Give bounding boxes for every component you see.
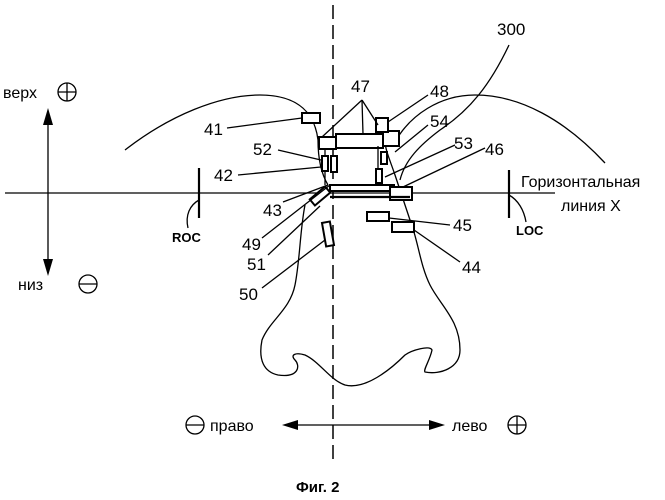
ref-46: 46	[485, 140, 504, 159]
arrow-right-icon	[429, 420, 445, 430]
arrow-left-icon	[282, 420, 298, 430]
ref-300: 300	[497, 20, 525, 39]
leader-52	[277, 149, 322, 161]
leader-44	[413, 229, 461, 263]
ref-42: 42	[214, 166, 233, 185]
ref-49: 49	[242, 235, 261, 254]
minus-circle-icon	[78, 274, 98, 294]
sensor-51	[308, 185, 332, 207]
leader-300	[399, 44, 510, 181]
bottom-label: низ	[18, 277, 43, 294]
minus-circle-icon	[185, 415, 205, 435]
arrow-up-icon	[43, 108, 53, 125]
leader-48	[387, 94, 429, 123]
plus-circle-icon	[507, 415, 527, 435]
sensor-44	[391, 221, 415, 233]
ref-44: 44	[462, 258, 481, 277]
device-53	[380, 151, 388, 165]
arrow-down-icon	[43, 259, 53, 276]
device-52-b	[330, 155, 338, 173]
ref-43: 43	[263, 201, 282, 220]
horizontal-line-label-2: линия X	[561, 198, 621, 215]
leader-51	[267, 205, 321, 256]
leader-47c	[361, 99, 379, 126]
figure-caption: Фиг. 2	[296, 479, 339, 496]
right-direction-label: лево	[452, 418, 488, 435]
leader-50	[261, 239, 326, 289]
device-54	[382, 130, 400, 147]
loc-leader	[508, 194, 527, 223]
leader-46	[402, 147, 486, 188]
ref-41: 41	[204, 120, 223, 139]
left-eyebrow-curve	[394, 94, 606, 164]
leader-47b	[361, 99, 364, 135]
device-48	[375, 117, 389, 133]
loc-label: LOC	[516, 223, 544, 238]
roc-leader	[186, 199, 200, 229]
device-52-a	[321, 155, 329, 172]
leader-43	[282, 184, 329, 203]
ref-50: 50	[239, 285, 258, 304]
leader-49	[261, 184, 331, 239]
sensor-41	[301, 112, 321, 124]
top-label: верх	[3, 85, 37, 102]
plus-circle-icon	[57, 82, 77, 102]
leader-53	[384, 144, 456, 178]
ref-54: 54	[430, 112, 449, 131]
nose-outline	[260, 139, 461, 387]
ref-52: 52	[253, 140, 272, 159]
leader-47a	[321, 99, 363, 138]
leader-54	[394, 124, 429, 153]
horizontal-line-label-1: Горизонтальная	[521, 174, 640, 191]
ref-45: 45	[453, 216, 472, 235]
roc-label: ROC	[172, 230, 202, 245]
ref-47: 47	[351, 77, 370, 96]
left-direction-label: право	[210, 418, 254, 435]
leader-42	[237, 166, 322, 176]
device-47-left	[318, 136, 337, 150]
ref-51: 51	[247, 255, 266, 274]
ref-53: 53	[454, 134, 473, 153]
device-47-center	[335, 133, 384, 149]
device-53-b	[375, 168, 383, 184]
sensor-45	[366, 211, 390, 222]
ref-48: 48	[430, 82, 449, 101]
sensor-50	[320, 220, 336, 248]
leader-45	[388, 217, 451, 226]
device-base-top	[329, 184, 395, 192]
leader-41	[226, 117, 303, 129]
